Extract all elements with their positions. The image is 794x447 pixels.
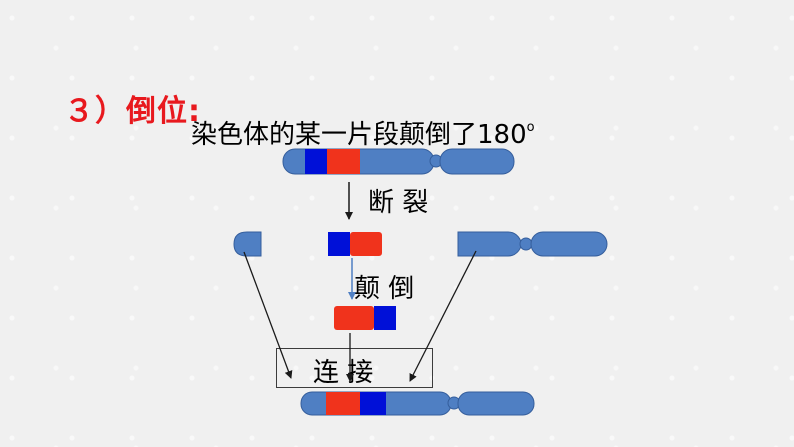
degree-mark: o <box>526 120 535 135</box>
connect-box <box>276 348 433 388</box>
inverted-segment <box>334 306 396 330</box>
section-heading: ３）倒位: <box>64 94 201 129</box>
result-chromosome <box>300 391 535 416</box>
original-segment-blue <box>305 149 327 174</box>
inverted-segment-blue <box>374 306 396 330</box>
original-segment-red <box>327 149 360 174</box>
fragment-segment-blue <box>328 232 350 256</box>
connect-label: 连 接 <box>313 358 374 388</box>
inverted-segment-red <box>334 306 374 330</box>
result-segment-red <box>326 392 360 415</box>
original-arm-right <box>439 148 515 175</box>
fragment-right-centromere <box>519 237 533 251</box>
right-join-arrow <box>409 250 477 382</box>
fragment-segment-red <box>350 232 382 256</box>
fragment-left-end <box>233 231 262 257</box>
fragment-middle <box>328 232 382 256</box>
fragment-right-arm <box>457 231 523 257</box>
invert-label: 颠 倒 <box>354 274 415 304</box>
inversion-description-text: 染色体的某一片段颠倒了180 <box>191 120 527 150</box>
original-chromosome <box>282 148 515 175</box>
result-arm-right <box>457 391 535 416</box>
result-segment-blue <box>360 392 386 415</box>
fragment-right <box>457 231 608 257</box>
left-join-arrow <box>243 251 293 379</box>
break-label: 断 裂 <box>368 188 429 218</box>
inversion-description: 染色体的某一片段颠倒了180o <box>191 114 535 151</box>
fragment-right-end <box>530 231 608 257</box>
